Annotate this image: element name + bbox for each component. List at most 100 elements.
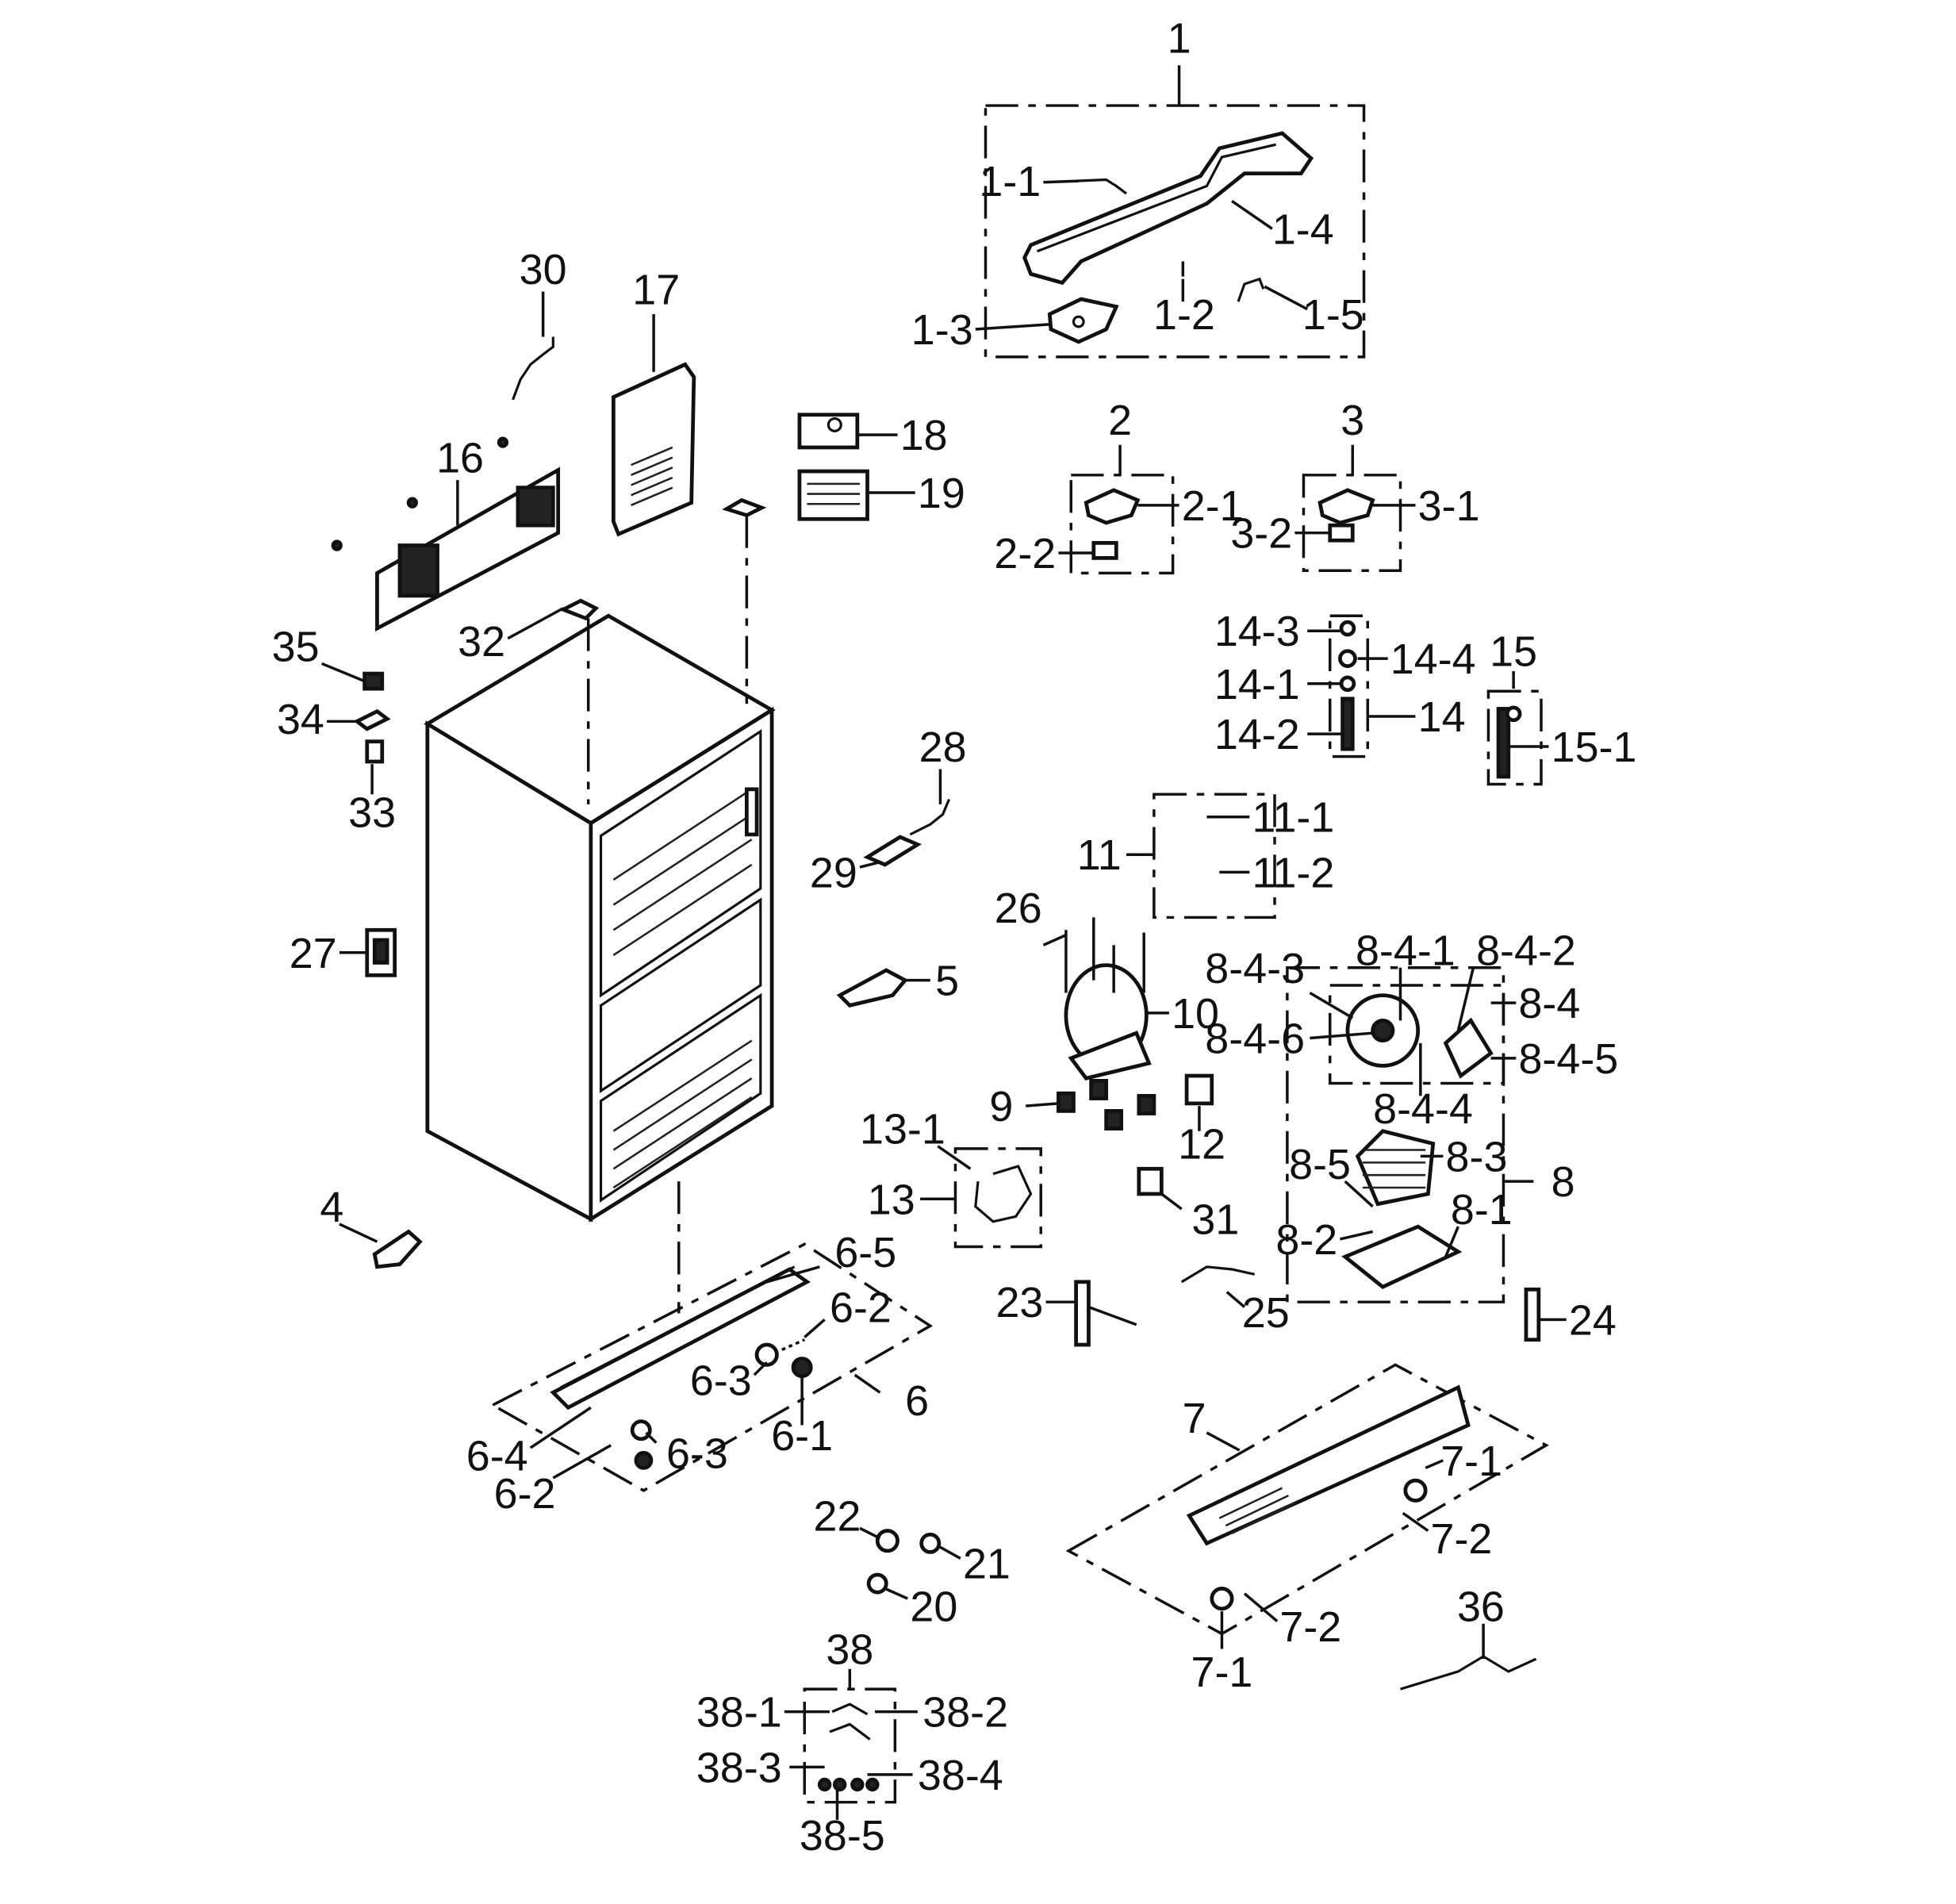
foot-6-2b [634,1450,654,1470]
sensor-29 [863,835,922,867]
plate-7 [1186,1384,1471,1546]
part-31 [1137,1166,1164,1196]
wire-36 [1400,1655,1537,1691]
label-6-3a: 6-3 [690,1357,752,1404]
group-38-box [803,1687,897,1804]
pcb-18 [797,413,860,450]
refrigerator-cabinet [424,613,776,1223]
label-8-5: 8-5 [1289,1141,1351,1188]
tray-8-1 [1341,1224,1463,1289]
label-1-4: 1-4 [1272,205,1334,253]
label-1: 1 [1168,15,1191,63]
part-24 [1524,1287,1541,1342]
pin-6-2a [781,1338,806,1351]
label-8-4-5: 8-4-5 [1518,1035,1618,1083]
label-7-1a: 7-1 [1440,1438,1502,1485]
pcb-19 [797,469,869,521]
label-38-4: 38-4 [918,1752,1003,1799]
label-8-3: 8-3 [1446,1133,1508,1180]
leader-lines [321,179,1567,1820]
part-33 [365,739,385,764]
grommet-21 [919,1532,942,1554]
label-6: 6 [905,1377,929,1425]
label-14: 14 [1418,693,1466,741]
label-11-2: 11-2 [1252,849,1334,896]
hinge-top-right [722,497,767,518]
label-24: 24 [1569,1296,1617,1344]
label-30: 30 [520,246,567,294]
label-8-4-3: 8-4-3 [1205,945,1305,992]
label-33: 33 [348,789,396,836]
label-8: 8 [1551,1158,1575,1206]
group-15-box [1486,689,1543,786]
grommet-22 [875,1529,899,1553]
label-16: 16 [436,435,484,482]
label-6-4: 6-4 [466,1432,528,1480]
pcb-3-2 [1328,523,1355,543]
label-8-2: 8-2 [1275,1216,1337,1264]
label-12: 12 [1178,1121,1225,1169]
label-10: 10 [1172,990,1219,1038]
label-7: 7 [1183,1395,1206,1442]
roller-6-3b [630,1419,652,1441]
label-26: 26 [995,885,1042,932]
label-1-5: 1-5 [1302,291,1364,339]
label-32: 32 [458,618,505,666]
label-13: 13 [868,1176,915,1223]
label-8-4-1: 8-4-1 [1356,927,1455,975]
wire-28 [909,798,951,836]
compressor-10 [1064,963,1152,1081]
label-3-2: 3-2 [1230,510,1292,558]
hinge-32 [558,598,600,621]
label-8-4: 8-4 [1518,980,1580,1027]
hinge-4 [372,1229,423,1269]
part-labels: 1 1-1 1-4 1-3 1-2 1-5 2 2-1 2-2 3 3-1 3-… [272,15,1637,1860]
label-1-1: 1-1 [979,158,1041,205]
label-38-5: 38-5 [800,1812,885,1860]
label-29: 29 [810,849,857,896]
label-8-4-2: 8-4-2 [1476,927,1576,975]
wire-30 [512,336,554,401]
wire-1-5 [1237,277,1265,302]
label-15: 15 [1490,628,1537,676]
label-38-1: 38-1 [696,1689,782,1737]
label-38-3: 38-3 [696,1744,782,1791]
label-2-2: 2-2 [994,530,1056,578]
roller-7-1a [1403,1478,1428,1503]
label-36: 36 [1457,1583,1505,1631]
part-34 [353,708,391,731]
group-2-box [1069,444,1175,575]
label-9: 9 [989,1083,1013,1130]
roller-7-1b [1210,1587,1234,1611]
part-27 [365,927,397,977]
label-31: 31 [1191,1196,1239,1244]
label-7-2b: 7-2 [1279,1603,1341,1651]
pcb-2-2 [1091,540,1118,560]
label-13-1: 13-1 [860,1106,945,1154]
label-14-1: 14-1 [1214,661,1300,708]
label-19: 19 [918,470,965,517]
label-35: 35 [272,623,320,670]
group-14-box [1329,614,1370,758]
screws-26 [1064,917,1145,993]
label-7-2a: 7-2 [1431,1515,1493,1563]
label-1-3: 1-3 [911,306,973,354]
label-15-1: 15-1 [1551,724,1637,771]
pcb-3-1 [1317,488,1375,525]
panel-17 [612,362,696,537]
wire-1-1 [1076,178,1127,195]
label-2: 2 [1108,397,1132,444]
label-14-2: 14-2 [1214,711,1300,758]
label-18: 18 [900,412,948,459]
rail-6-5 [550,1265,811,1411]
label-27: 27 [290,930,337,977]
label-38-2: 38-2 [922,1689,1008,1737]
group-6-box [489,1242,934,1492]
group-13-box [953,1147,1042,1249]
label-1-2: 1-2 [1153,291,1215,339]
label-28: 28 [919,724,967,771]
label-7-1b: 7-1 [1191,1649,1253,1696]
label-6-2b: 6-2 [494,1470,556,1518]
label-23: 23 [995,1279,1043,1326]
